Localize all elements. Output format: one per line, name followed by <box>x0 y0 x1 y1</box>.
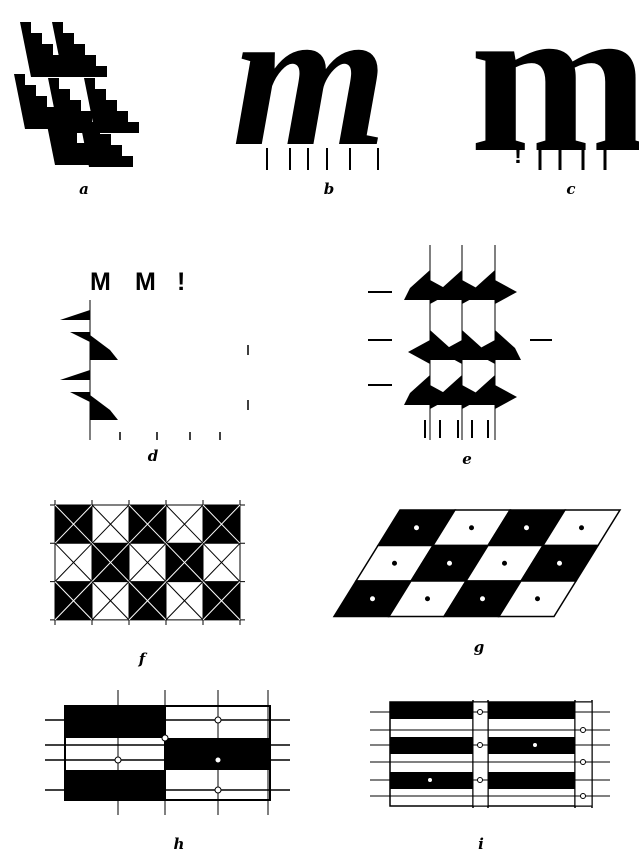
node <box>215 787 221 793</box>
cell-dot <box>370 596 375 601</box>
node <box>581 794 586 799</box>
node <box>581 760 586 765</box>
tooth-left <box>60 310 90 342</box>
panel-e-profile <box>368 245 552 440</box>
panel-i-block-grid <box>370 700 610 808</box>
node <box>581 728 586 733</box>
panel-a-zigzag-pattern <box>14 22 139 167</box>
block <box>65 770 165 800</box>
cell-dot <box>524 525 529 530</box>
sawtooth <box>436 375 462 405</box>
sawtooth <box>436 270 462 300</box>
panel-g-skewed-checkerboard <box>334 510 620 617</box>
panel-d-profile <box>60 300 248 440</box>
caption-c: c <box>541 180 601 198</box>
node <box>478 743 483 748</box>
caption-d: d <box>123 447 183 465</box>
cell-dot <box>447 561 452 566</box>
node <box>215 717 221 723</box>
cell-dot <box>392 561 397 566</box>
node <box>162 735 168 741</box>
cell-dot <box>535 596 540 601</box>
panel-c-exclaim: ! <box>514 142 522 170</box>
node <box>478 778 483 783</box>
cell-dot <box>414 525 419 530</box>
cell-dot <box>425 596 430 601</box>
panel-d-mark-2: M <box>135 268 156 297</box>
panel-c-glyph: m <box>470 0 639 185</box>
caption-a: a <box>54 180 114 198</box>
cell-dot <box>557 561 562 566</box>
panel-f-checkerboard-lattice <box>50 500 245 625</box>
sawtooth <box>408 340 430 364</box>
gap-column <box>473 702 488 806</box>
caption-g: g <box>449 638 509 656</box>
block <box>390 702 590 719</box>
caption-e: e <box>437 450 497 468</box>
caption-i: i <box>451 835 511 853</box>
sawtooth <box>495 280 517 304</box>
sawtooth <box>495 330 521 360</box>
sawtooth <box>404 375 430 405</box>
gap-column <box>575 702 592 806</box>
sawtooth <box>469 375 495 405</box>
node <box>428 778 433 783</box>
sawtooth <box>495 385 517 409</box>
cell-dot <box>469 525 474 530</box>
caption-f: f <box>112 650 172 668</box>
block <box>65 706 165 738</box>
sawtooth <box>404 270 430 300</box>
node <box>478 710 483 715</box>
node <box>215 757 221 763</box>
tooth-right <box>90 395 118 420</box>
cell-dot <box>502 561 507 566</box>
panel-h-block-grid <box>45 690 290 815</box>
cell-dot <box>579 525 584 530</box>
tooth-right <box>90 335 118 360</box>
panel-b-glyph: m <box>232 0 388 178</box>
cell-dot <box>480 596 485 601</box>
panel-d-mark-1: M <box>90 268 111 297</box>
node <box>115 757 121 763</box>
node <box>533 743 538 748</box>
tooth-left <box>60 370 90 402</box>
sawtooth <box>469 270 495 300</box>
panel-d-mark-3: ! <box>177 268 185 297</box>
caption-b: b <box>299 180 359 198</box>
caption-h: h <box>149 835 209 853</box>
